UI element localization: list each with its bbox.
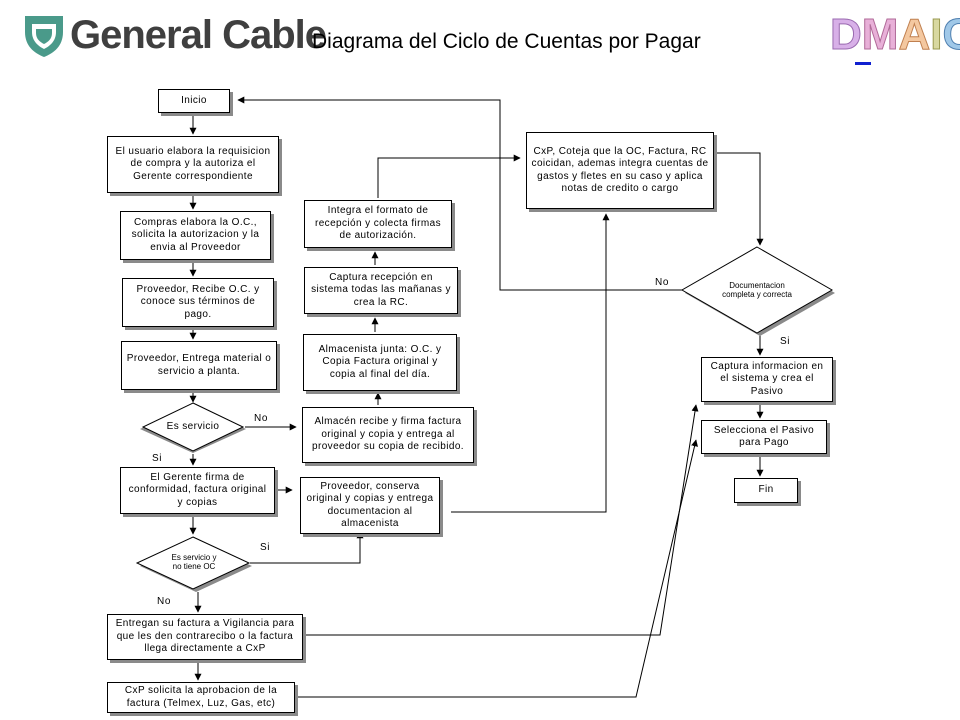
dmaic-letter-c: C [942,10,960,59]
label-no-es-servicio: No [254,413,268,424]
general-cable-logo: General Cable [22,12,327,58]
arrow-proveedor-conserva-to-cxp [451,213,610,513]
label-no-documentacion: No [655,277,669,288]
node-inicio: Inicio [158,89,230,113]
brand-name: General Cable [70,13,327,57]
page-title: Diagrama del Ciclo de Cuentas por Pagar [312,30,701,53]
arrow-cxp-solicita-to-selecciona [295,439,698,698]
decision-es-servicio-text: Es servicio [166,421,220,432]
label-si-documentacion: Si [780,336,791,347]
diamond-es-servicio [141,402,245,452]
arrow-vigilancia-to-captura-informacion [305,404,699,636]
diamond-sin-oc [135,536,251,590]
node-captura-recepcion: Captura recepción en sistema todas las m… [304,267,458,314]
node-proveedor-recibe: Proveedor, Recibe O.C. y conoce sus térm… [122,278,274,327]
dmaic-letter-d: D [830,10,863,59]
dmaic-letter-m: M [861,10,899,59]
node-compras-oc: Compras elabora la O.C., solicita la aut… [120,211,271,260]
node-almacenista-junta: Almacenista junta: O.C. y Copia Factura … [303,334,457,391]
node-selecciona-pasivo: Selecciona el Pasivo para Pago [701,420,827,454]
dmaic-link-underline[interactable] [855,62,871,65]
node-cxp-solicita: CxP solicita la aprobacion de la factura… [107,682,295,713]
node-fin: Fin [734,478,798,503]
decision-sin-oc-text: Es servicio y no tiene OC [171,552,217,572]
arrow-documentacion-no [237,96,682,291]
arrow-integra-to-cxp-coteja [377,154,521,198]
label-si-es-servicio: Si [152,453,163,464]
dmaic-letter-i: I [930,10,943,59]
node-almacen-recibe: Almacén recibe y firma factura original … [302,407,474,463]
node-captura-informacion: Captura informacion en el sistema y crea… [701,357,833,402]
arrow-sin-oc-si [250,531,364,564]
node-integra-formato: Integra el formato de recepción y colect… [304,200,452,248]
diamond-documentacion [680,246,834,334]
node-cxp-coteja: CxP, Coteja que la OC, Factura, RC coici… [526,132,714,209]
decision-documentacion-text: Documentacion completa y correcta [722,280,792,300]
dmaic-letter-a: A [898,10,931,59]
node-proveedor-conserva: Proveedor, conserva original y copias y … [300,477,440,534]
node-requisicion: El usuario elabora la requisicion de com… [107,136,279,193]
node-gerente-firma: El Gerente firma de conformidad, factura… [120,467,275,514]
label-si-sin-oc: Si [260,542,271,553]
dmaic-logo: DMAIC [830,10,960,68]
shield-logo-icon [25,16,63,57]
arrow-cxp-to-documentacion [714,152,764,246]
node-vigilancia: Entregan su factura a Vigilancia para qu… [107,614,303,660]
node-proveedor-entrega: Proveedor, Entrega material o servicio a… [121,341,277,390]
label-no-sin-oc: No [157,596,171,607]
